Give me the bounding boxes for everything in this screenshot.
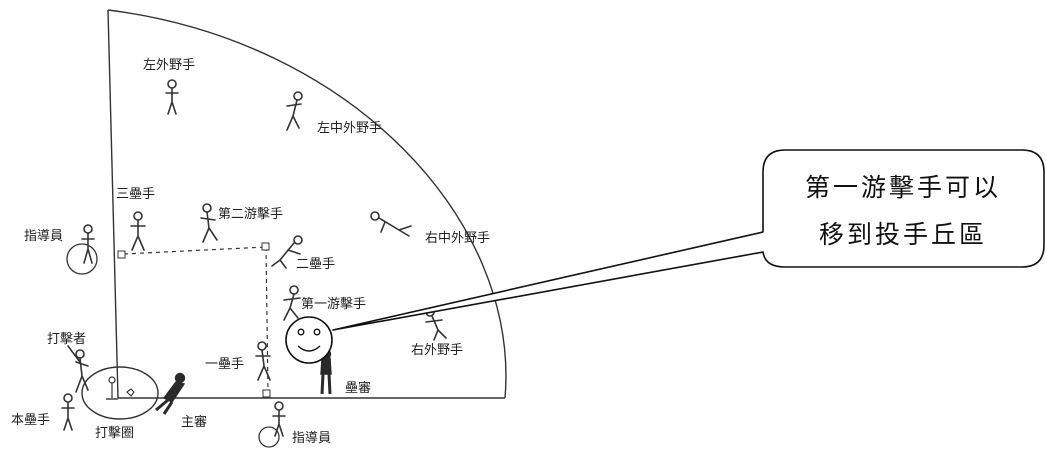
player-batter-icon	[67, 345, 89, 393]
player-first-baseman-icon	[255, 341, 271, 381]
label-left-center-fielder: 左中外野手	[317, 121, 382, 136]
label-second-shortstop: 第二游擊手	[218, 206, 283, 222]
label-third-baseman: 三壘手	[116, 187, 155, 202]
label-coach-left: 指導員	[24, 229, 63, 244]
player-left-center-fielder-icon	[286, 91, 303, 131]
player-home-baseman-icon	[61, 393, 75, 431]
coach-box-bottom	[258, 426, 280, 448]
player-coach-left-icon	[81, 224, 95, 264]
label-base-umpire: 壘審	[345, 381, 371, 396]
callout-line-2: 移到投手丘區	[819, 220, 987, 249]
label-home-umpire: 主審	[181, 415, 207, 430]
label-batter: 打擊者	[47, 331, 86, 347]
player-coach-bottom-icon	[272, 401, 286, 437]
label-home-baseman: 本壘手	[11, 413, 50, 428]
second-base	[261, 242, 270, 251]
batting-circle-shape	[81, 366, 159, 420]
label-batting-circle: 打擊圈	[95, 425, 134, 441]
label-first-shortstop: 第一游擊手	[301, 296, 366, 312]
callout-bubble: 第一游擊手可以 移到投手丘區	[332, 149, 1045, 331]
player-left-fielder-icon	[165, 79, 179, 115]
infield-lines	[123, 246, 269, 393]
player-right-center-fielder-icon	[370, 211, 412, 237]
label-left-fielder: 左外野手	[143, 58, 195, 73]
player-third-baseman-icon	[130, 211, 146, 251]
coach-box-left	[66, 243, 98, 275]
tee-icon	[108, 376, 116, 384]
label-first-baseman: 一壘手	[205, 357, 244, 372]
label-right-fielder: 右外野手	[411, 343, 463, 358]
label-second-baseman: 二壘手	[296, 257, 335, 272]
label-right-center-fielder: 右中外野手	[425, 231, 490, 246]
field-outline	[107, 9, 507, 399]
smiley-face-icon	[285, 316, 333, 364]
callout-line-1: 第一游擊手可以	[805, 173, 1001, 202]
first-base	[262, 389, 271, 398]
player-home-umpire-icon	[155, 372, 186, 415]
player-second-baseman-icon	[271, 235, 303, 269]
player-first-shortstop-icon	[283, 285, 301, 321]
label-coach-bottom: 指導員	[292, 431, 331, 446]
player-second-shortstop-icon	[200, 203, 218, 243]
third-base	[117, 250, 126, 259]
